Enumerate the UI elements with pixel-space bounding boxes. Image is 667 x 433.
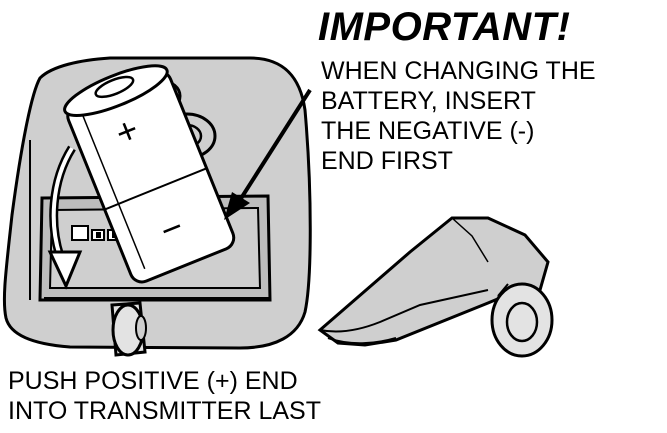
important-heading: IMPORTANT! — [318, 5, 571, 49]
battery: + − — [63, 64, 236, 284]
cover-roller — [490, 282, 554, 358]
footer-line: PUSH POSITIVE (+) END — [8, 367, 298, 395]
footer-line: INTO TRANSMITTER LAST — [8, 397, 322, 425]
instruction-line: END FIRST — [321, 147, 453, 175]
instruction-text: WHEN CHANGING THE BATTERY, INSERT THE NE… — [321, 56, 661, 176]
instruction-line: BATTERY, INSERT — [321, 87, 536, 115]
pointer-arrow — [224, 88, 312, 220]
hinge-roller — [110, 301, 147, 357]
curved-arrow — [47, 145, 83, 290]
instruction-line: THE NEGATIVE (-) — [321, 117, 535, 145]
footer-instruction: PUSH POSITIVE (+) END INTO TRANSMITTER L… — [8, 366, 321, 426]
instruction-line: WHEN CHANGING THE — [321, 57, 596, 85]
battery-cover — [317, 216, 554, 358]
